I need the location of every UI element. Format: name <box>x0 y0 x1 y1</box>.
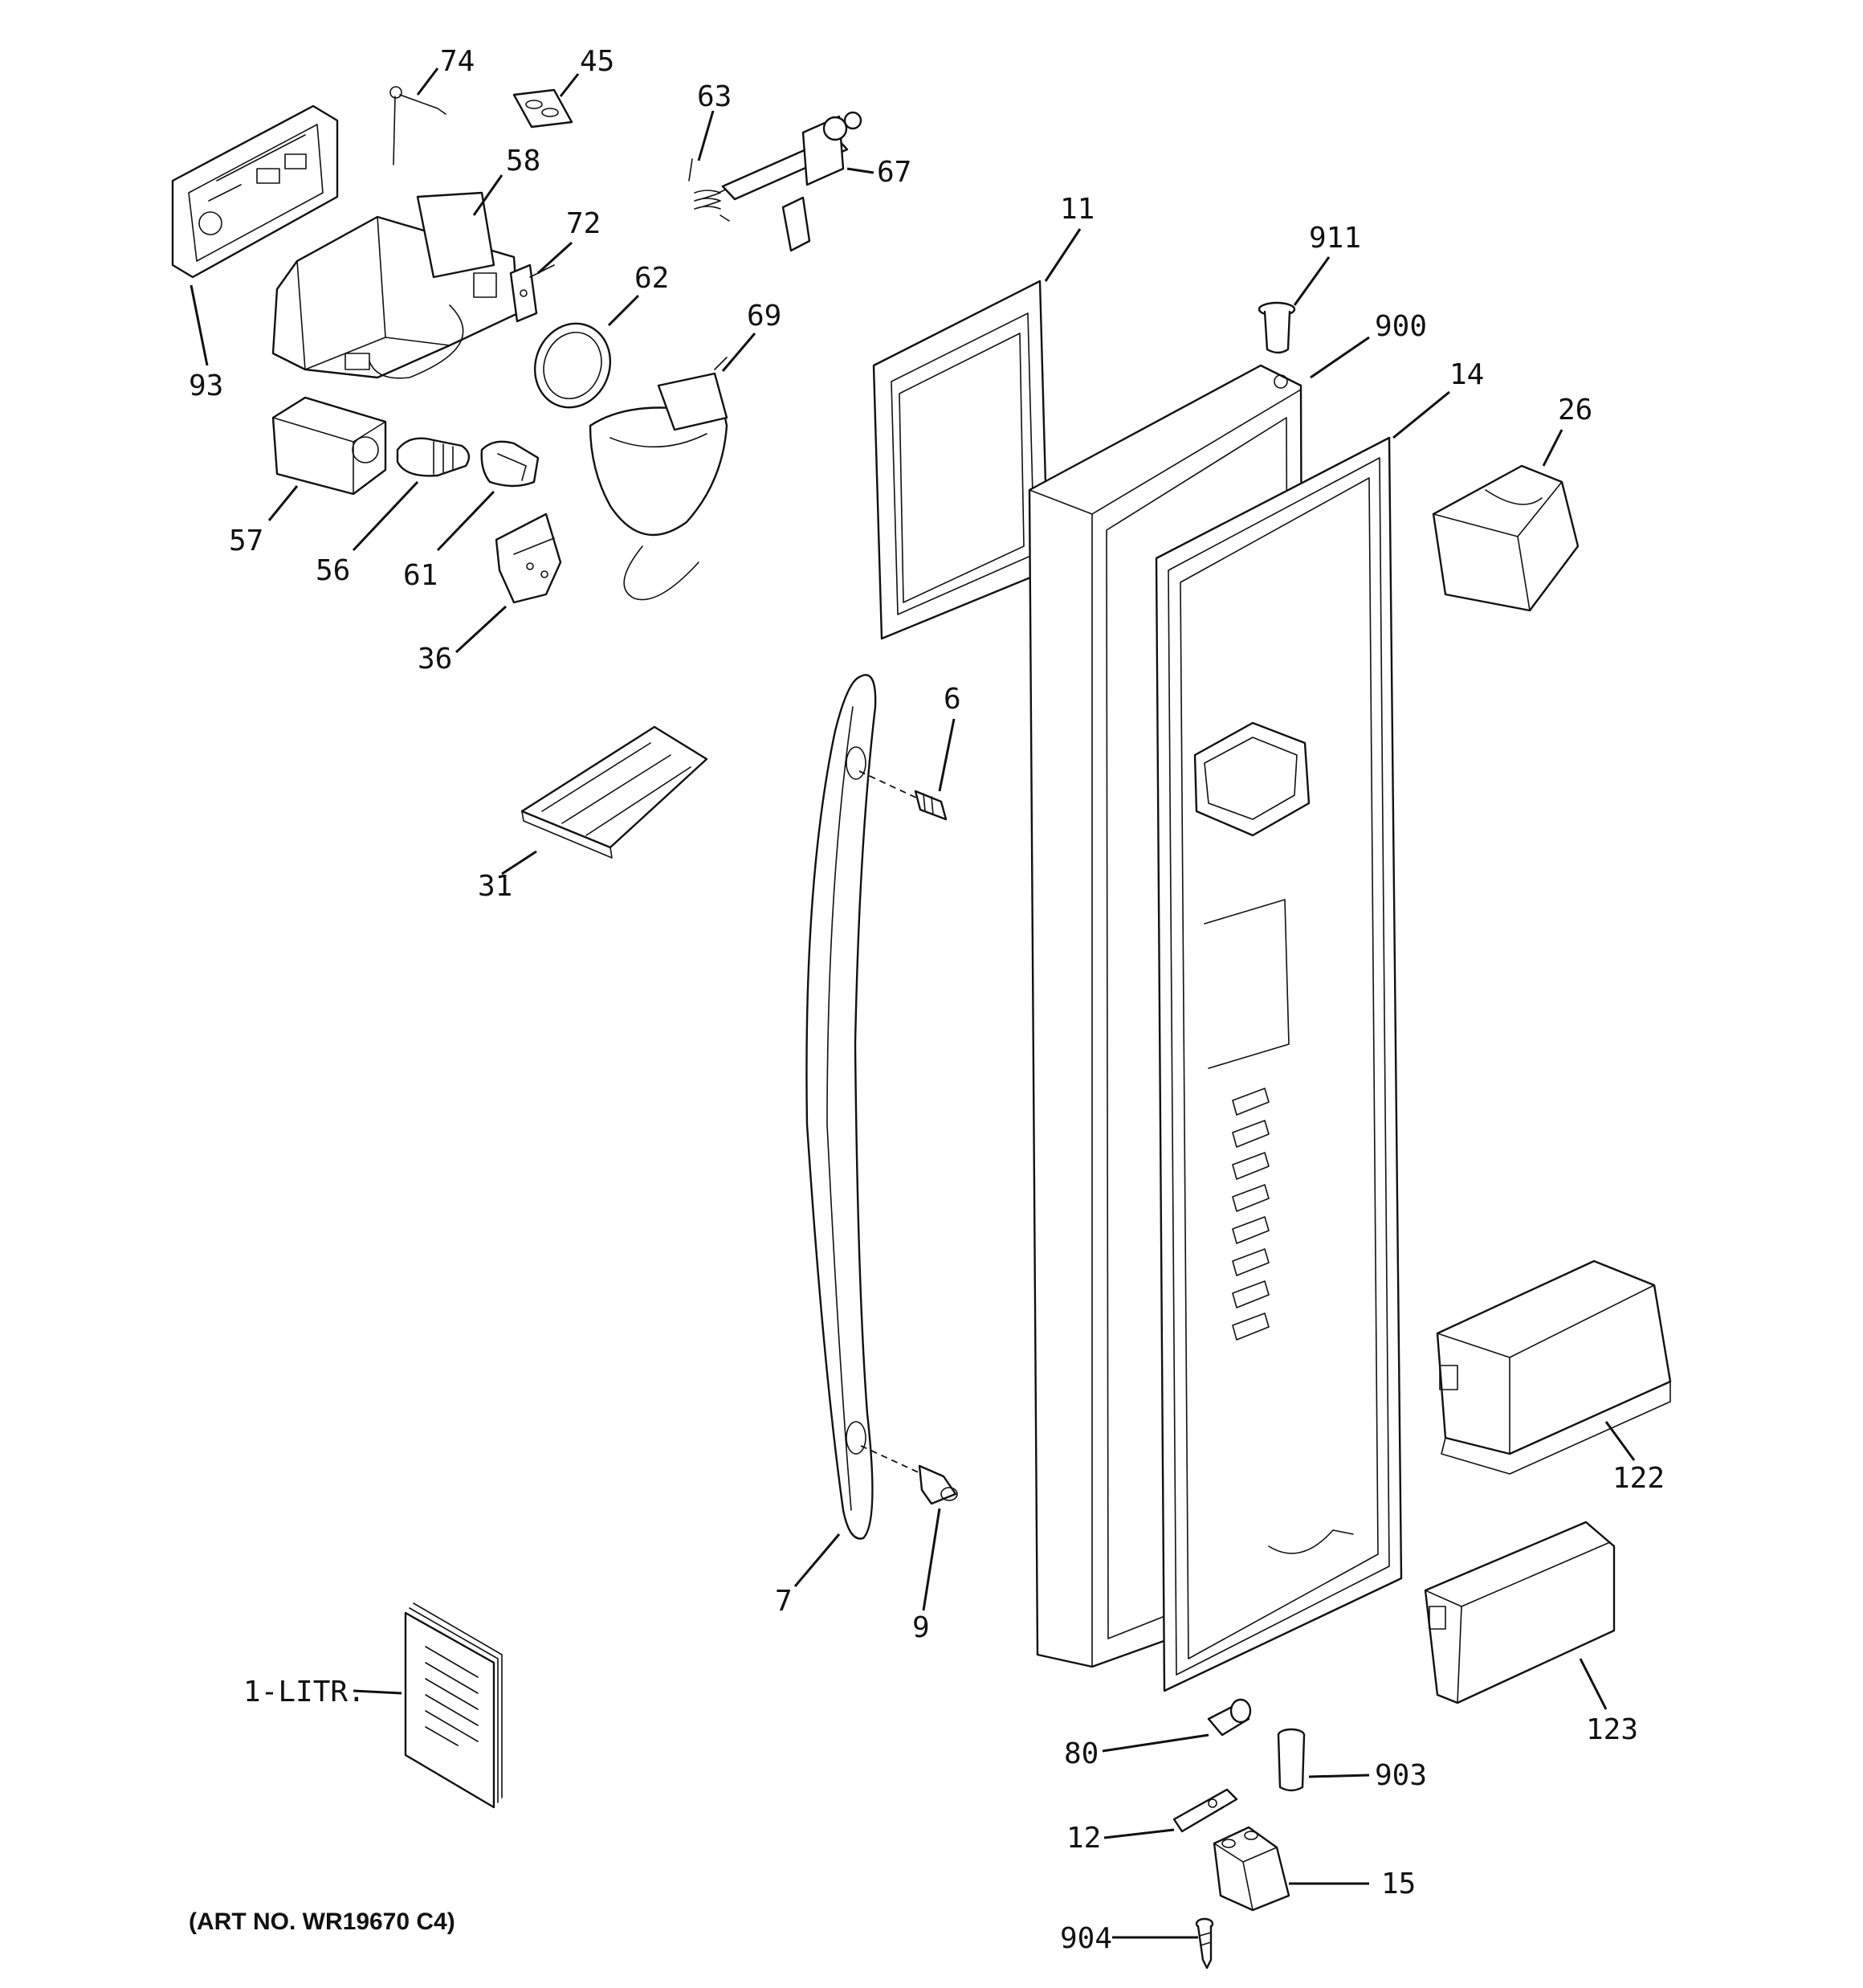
callout-911: 911 <box>1309 222 1361 255</box>
callout-57: 57 <box>229 525 263 557</box>
part-72-switch <box>509 263 555 323</box>
callout-900: 900 <box>1375 310 1427 343</box>
callout-72: 72 <box>566 207 601 240</box>
part-12-hinge-plate <box>1172 1788 1238 1833</box>
shelf-tabs <box>1232 1088 1270 1341</box>
part-31-drip-tray <box>520 725 708 859</box>
part-57-motor <box>271 396 387 496</box>
part-911-bushing <box>1258 301 1296 354</box>
part-80-bushing <box>1207 1698 1252 1737</box>
part-9-screw <box>860 1445 958 1505</box>
part-61-cam <box>480 440 540 488</box>
callout-31: 31 <box>478 870 512 903</box>
part-11-recess-frame <box>872 280 1050 640</box>
part-62-ring <box>533 322 612 409</box>
part-58-housing <box>271 191 520 379</box>
part-123-door-bin <box>1424 1521 1616 1704</box>
part-69-chute <box>589 357 728 601</box>
callout-45: 45 <box>580 45 614 78</box>
callout-1-litr: 1-LITR. <box>243 1676 365 1708</box>
part-67-bracket <box>721 111 862 252</box>
part-36-bracket <box>495 512 562 604</box>
callout-74: 74 <box>440 45 475 78</box>
part-7-handle <box>805 674 877 1540</box>
part-63-coil-spring <box>688 158 733 222</box>
part-903-pin <box>1277 1728 1306 1792</box>
callout-58: 58 <box>506 145 540 178</box>
callout-14: 14 <box>1449 358 1484 391</box>
callout-67: 67 <box>877 156 911 189</box>
callout-69: 69 <box>747 300 781 333</box>
callout-123: 123 <box>1586 1713 1638 1746</box>
part-45-plate <box>512 88 573 129</box>
callout-26: 26 <box>1558 394 1592 427</box>
callout-61: 61 <box>403 559 438 592</box>
callout-80: 80 <box>1064 1737 1099 1770</box>
callout-7: 7 <box>775 1585 793 1618</box>
callout-12: 12 <box>1066 1822 1101 1855</box>
callout-labels: 74 45 63 67 58 72 62 69 93 57 56 61 36 1… <box>189 45 1665 1955</box>
part-26-bin <box>1432 464 1580 612</box>
part-14-gasket <box>1155 436 1403 1692</box>
callout-56: 56 <box>316 554 350 587</box>
part-93-control-board <box>171 104 339 279</box>
art-number: (ART NO. WR19670 C4) <box>189 1908 455 1935</box>
callout-903: 903 <box>1375 1759 1427 1792</box>
callout-36: 36 <box>418 643 452 676</box>
leader-lines <box>190 67 1636 1939</box>
part-15-hinge <box>1213 1826 1290 1912</box>
callout-15: 15 <box>1381 1868 1416 1900</box>
callout-62: 62 <box>634 262 669 295</box>
part-6-screw <box>858 770 948 821</box>
callout-11: 11 <box>1060 193 1095 226</box>
part-1-litr-literature <box>404 1602 503 1809</box>
part-122-door-bin <box>1436 1259 1672 1475</box>
part-74-spring <box>389 86 446 165</box>
callout-6: 6 <box>944 683 961 716</box>
callout-904: 904 <box>1060 1922 1112 1955</box>
part-56-auger <box>396 437 471 477</box>
callout-63: 63 <box>697 80 732 113</box>
callout-9: 9 <box>912 1611 930 1644</box>
part-904-screw <box>1195 1917 1214 1970</box>
callout-93: 93 <box>189 369 223 402</box>
callout-122: 122 <box>1612 1462 1665 1495</box>
